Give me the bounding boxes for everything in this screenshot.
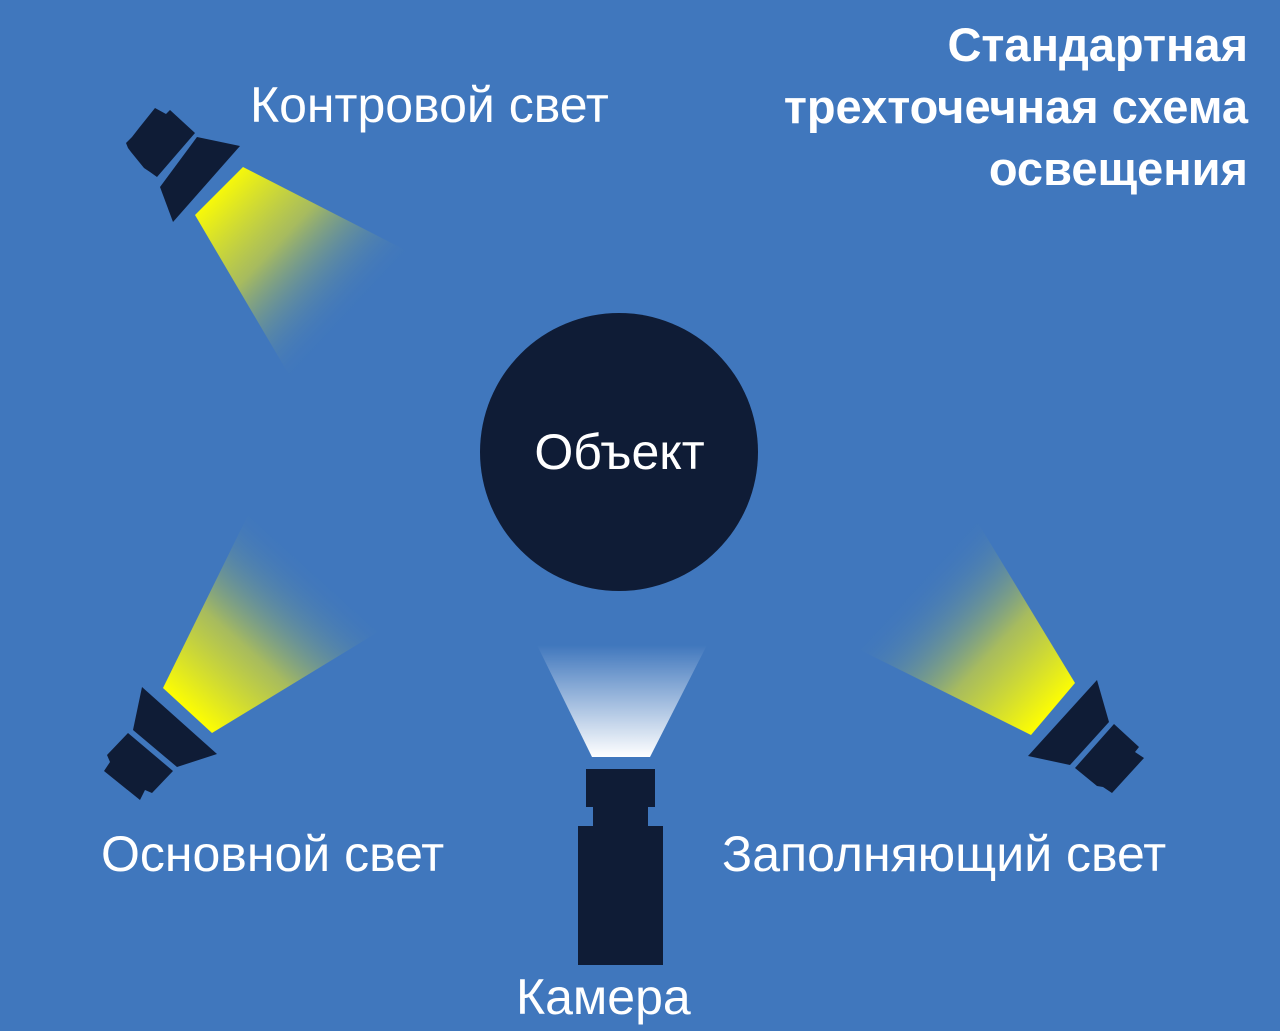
camera-icon [537, 645, 707, 965]
back-light-beam [195, 167, 415, 385]
back-light-body [126, 108, 195, 177]
camera-view-beam [537, 645, 707, 757]
title-line-1: Стандартная [947, 18, 1248, 71]
back-light-spotlight-icon [126, 108, 415, 385]
key-light-body [104, 733, 173, 800]
camera-lens-head [586, 769, 655, 807]
diagram-title: Стандартная трехточечная схема освещения [784, 14, 1248, 200]
fill-light-hood [1028, 680, 1109, 765]
key-light-spotlight-icon [104, 515, 378, 800]
key-light-hood [133, 687, 217, 767]
fill-light-label: Заполняющий свет [722, 826, 1167, 882]
subject-circle [480, 313, 758, 591]
back-light-hood [160, 137, 240, 222]
fill-light-beam [860, 518, 1075, 735]
fill-light-spotlight-icon [860, 518, 1144, 793]
camera-lens-neck [593, 805, 648, 828]
fill-light-body [1075, 724, 1144, 793]
key-light-beam [163, 515, 378, 733]
subject-label: Объект [534, 424, 705, 480]
title-line-3: освещения [988, 142, 1248, 195]
title-line-2: трехточечная схема [783, 80, 1248, 133]
camera-body [578, 826, 663, 965]
back-light-label: Контровой свет [250, 77, 609, 133]
camera-label: Камера [516, 969, 691, 1025]
key-light-label: Основной свет [101, 826, 445, 882]
